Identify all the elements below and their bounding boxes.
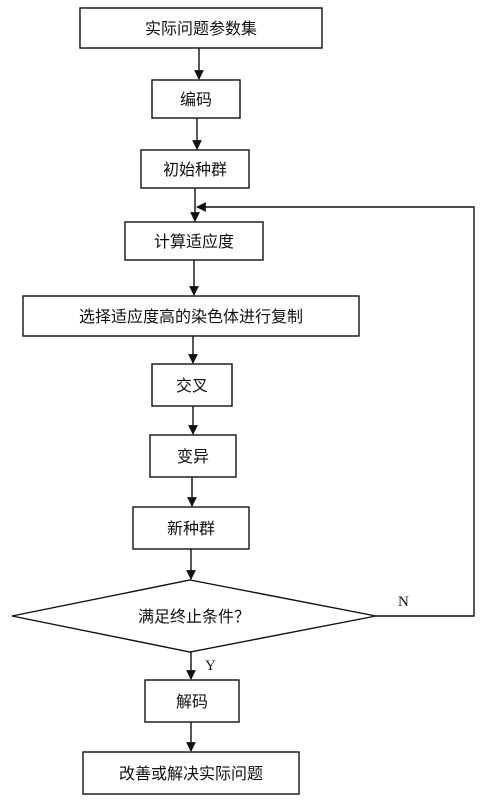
step-mutation-label: 变异 [177, 447, 209, 466]
step-encode: 编码 [151, 79, 241, 119]
connectors [186, 48, 475, 752]
step-crossover: 交叉 [151, 363, 233, 407]
step-select: 选择适应度高的染色体进行复制 [22, 295, 360, 337]
decision-label: 满足终止条件？ [138, 607, 250, 626]
step-encode-label: 编码 [180, 90, 212, 109]
step-init-label: 初始种群 [163, 160, 227, 179]
step-mutation: 变异 [149, 434, 237, 478]
step-fitness-label: 计算适应度 [154, 232, 234, 251]
no-branch-label: N [398, 594, 409, 610]
step-crossover-label: 交叉 [176, 376, 208, 395]
step-params-label: 实际问题参数集 [145, 19, 257, 38]
step-params: 实际问题参数集 [79, 7, 323, 49]
step-select-label: 选择适应度高的染色体进行复制 [79, 307, 303, 326]
yes-branch-label: Y [205, 658, 216, 674]
step-decode-label: 解码 [176, 692, 208, 711]
step-newpop-label: 新种群 [167, 519, 215, 538]
step-decode: 解码 [144, 679, 240, 723]
arrow-loop-no [196, 202, 475, 617]
step-init: 初始种群 [140, 149, 250, 189]
step-solve: 改善或解决实际问题 [82, 751, 300, 795]
step-fitness: 计算适应度 [124, 221, 264, 261]
step-newpop: 新种群 [132, 506, 250, 550]
step-solve-label: 改善或解决实际问题 [119, 764, 263, 783]
decision-terminate: 满足终止条件？ [11, 579, 377, 653]
